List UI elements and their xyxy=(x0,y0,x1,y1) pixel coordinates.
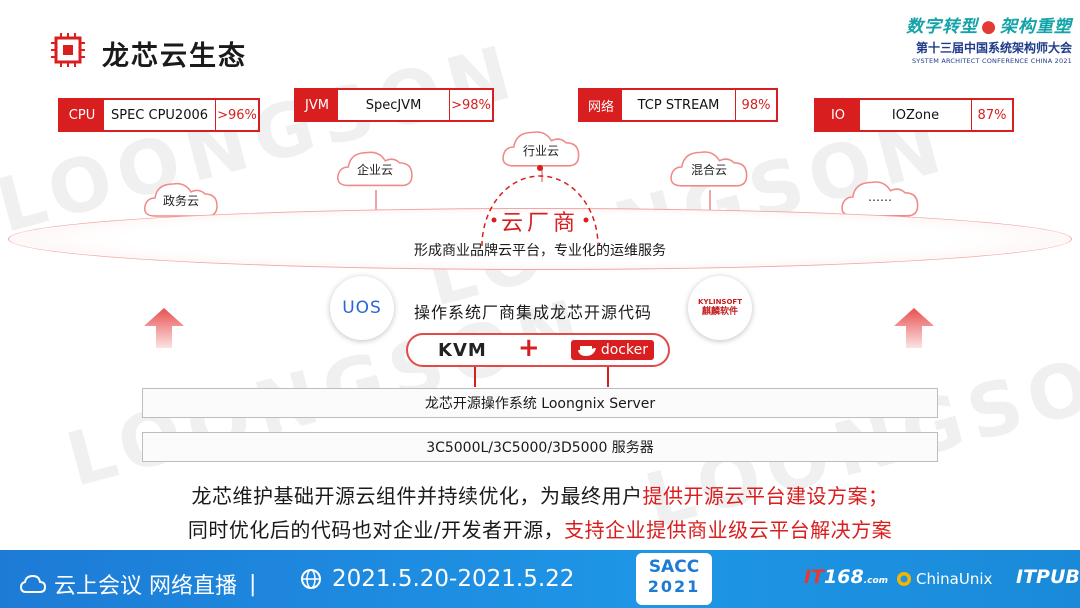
cloud-icon xyxy=(841,181,919,217)
virtualization-box: KVM + docker xyxy=(406,333,670,367)
benchmark-network: 网络 TCP STREAM 98% xyxy=(578,88,778,122)
os-layer: 龙芯开源操作系统 Loongnix Server xyxy=(142,388,938,418)
conference-logo: 数字转型●架构重塑 第十三届中国系统架构师大会 SYSTEM ARCHITECT… xyxy=(892,12,1072,68)
cloud-label: …… xyxy=(868,190,892,204)
vendor-label: 云厂商 xyxy=(500,211,579,236)
benchmark-key: CPU xyxy=(60,100,104,130)
sacc-badge-top: SACC xyxy=(648,557,700,577)
os-vendor-text: 操作系统厂商集成龙芯开源代码 xyxy=(414,303,653,322)
hardware-layer-label: 3C5000L/3C5000/3D5000 服务器 xyxy=(426,440,654,456)
whale-icon xyxy=(577,346,596,356)
cloud-more: …… xyxy=(838,174,922,220)
itpub-logo: ITPUB xyxy=(1016,566,1080,588)
page-title: 龙芯云生态 xyxy=(102,41,247,72)
benchmark-key: IO xyxy=(816,100,860,130)
conference-name: 第十三届中国系统架构师大会 xyxy=(915,41,1072,55)
benchmark-value: 87% xyxy=(977,107,1007,123)
chinaunix-logo: ChinaUnix xyxy=(896,570,992,588)
kylinsoft-logo: KYLINSOFT 麒麟软件 xyxy=(688,276,752,340)
connector-line xyxy=(607,367,609,387)
benchmark-jvm: JVM SpecJVM >98% xyxy=(294,88,494,122)
os-layer-label: 龙芯开源操作系统 Loongnix Server xyxy=(424,396,656,412)
kylinsoft-logo-top: KYLINSOFT xyxy=(698,298,742,307)
up-arrow-icon xyxy=(894,308,934,348)
footer-live: 云上会议 网络直播 | xyxy=(20,568,256,600)
cloud-hybrid: 混合云 xyxy=(666,144,752,190)
cloud-icon xyxy=(502,131,580,167)
cloud-label: 混合云 xyxy=(690,163,727,177)
summary-highlight: 支持企业提供商业级云平台解决方案 xyxy=(564,518,893,542)
hardware-layer: 3C5000L/3C5000/3D5000 服务器 xyxy=(142,432,938,462)
benchmark-io: IO IOZone 87% xyxy=(814,98,1014,132)
summary-line-2: 同时优化后的代码也对企业/开发者开源，支持企业提供商业级云平台解决方案 xyxy=(0,514,1080,543)
conference-name-en: SYSTEM ARCHITECT CONFERENCE CHINA 2021 xyxy=(911,57,1072,65)
cloud-label: 行业云 xyxy=(522,144,559,158)
cloud-label: 企业云 xyxy=(356,163,393,177)
chinaunix-label: ChinaUnix xyxy=(916,570,993,588)
it168-logo-suffix: .com xyxy=(863,576,889,586)
benchmark-value: >98% xyxy=(451,97,491,113)
chip-icon xyxy=(51,33,85,67)
it168-logo-main: 168 xyxy=(824,566,864,588)
docker-logo: docker xyxy=(570,340,654,360)
uos-logo-text: UOS xyxy=(342,298,382,318)
footer-dates: 2021.5.20-2021.5.22 xyxy=(300,566,574,592)
conference-slogan-right: 架构重塑 xyxy=(1000,17,1072,37)
sacc-badge: SACC 2021 xyxy=(636,553,712,605)
benchmark-value: 98% xyxy=(741,97,771,113)
cloud-label: 政务云 xyxy=(162,194,199,208)
benchmark-name: SpecJVM xyxy=(338,90,450,120)
benchmark-name: TCP STREAM xyxy=(622,90,736,120)
connector-line xyxy=(541,168,543,182)
benchmark-name: SPEC CPU2006 xyxy=(104,100,216,130)
summary-highlight: 提供开源云平台建设方案； xyxy=(642,484,889,508)
up-arrow-icon xyxy=(144,308,184,348)
benchmark-value: >96% xyxy=(217,107,257,123)
cloud-icon xyxy=(670,151,748,187)
cloud-industry: 行业云 xyxy=(498,124,584,170)
benchmark-key: JVM xyxy=(296,90,338,120)
cloud-enterprise: 企业云 xyxy=(334,144,416,190)
vendor-description: 形成商业品牌云平台，专业化的运维服务 xyxy=(414,243,666,259)
cloud-vendor-band xyxy=(8,208,1072,270)
kvm-logo: KVM xyxy=(438,339,487,361)
docker-label: docker xyxy=(600,342,648,358)
plus-sign: + xyxy=(517,333,540,363)
it168-logo-prefix: IT xyxy=(804,566,825,588)
footer-live-label: 云上会议 网络直播 xyxy=(54,574,237,599)
benchmark-key: 网络 xyxy=(580,90,622,120)
benchmark-cpu: CPU SPEC CPU2006 >96% xyxy=(58,98,260,132)
connector-line xyxy=(474,367,476,387)
conference-slogan-left: 数字转型 xyxy=(906,17,979,37)
uos-logo: UOS xyxy=(330,276,394,340)
footer-dates-label: 2021.5.20-2021.5.22 xyxy=(332,566,575,592)
summary-line-1: 龙芯维护基础开源云组件并持续优化，为最终用户提供开源云平台建设方案； xyxy=(0,480,1080,509)
cloud-government: 政务云 xyxy=(141,176,221,220)
summary-text: 龙芯维护基础开源云组件并持续优化，为最终用户 xyxy=(191,484,643,508)
summary-text: 同时优化后的代码也对企业/开发者开源， xyxy=(187,518,565,542)
kylinsoft-logo-bottom: 麒麟软件 xyxy=(701,306,738,317)
cloud-icon xyxy=(337,151,413,187)
globe-icon xyxy=(301,569,321,589)
it168-logo: IT168.com xyxy=(804,566,888,588)
chinaunix-icon xyxy=(897,572,911,586)
cloud-icon xyxy=(143,182,218,217)
benchmark-name: IOZone xyxy=(860,100,972,130)
vendor-dome xyxy=(481,165,599,247)
footer-separator: | xyxy=(249,571,257,597)
sacc-badge-bottom: 2021 xyxy=(647,577,701,596)
cloud-icon xyxy=(20,574,46,593)
